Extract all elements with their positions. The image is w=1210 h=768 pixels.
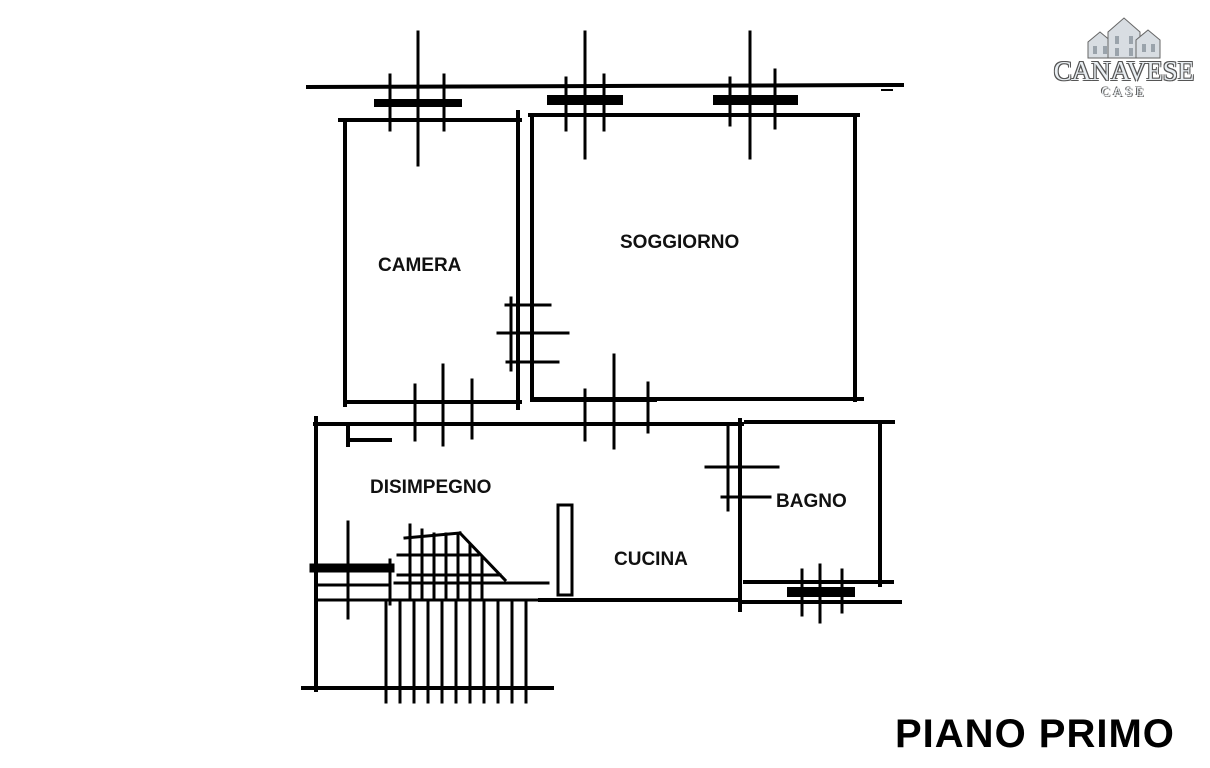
logo-name: CANAVESE (1053, 56, 1195, 86)
room-label-disimpegno: DISIMPEGNO (370, 477, 491, 498)
stair-ramp (396, 523, 508, 600)
soggiorno-walls (528, 113, 864, 402)
window-marks-top (374, 30, 798, 167)
logo-subtitle: CASE (1101, 84, 1147, 99)
canavese-case-logo: CANAVESE CASE (1048, 14, 1200, 100)
lower-walls (301, 398, 902, 692)
cucina-partition (556, 503, 574, 597)
stair-treads (384, 598, 528, 704)
houses-logo-icon (1087, 17, 1161, 59)
room-label-camera: CAMERA (378, 255, 462, 276)
plan-title: PIANO PRIMO (895, 712, 1175, 756)
room-label-bagno: BAGNO (776, 491, 847, 512)
door-marks-middle (496, 296, 570, 372)
room-label-cucina: CUCINA (614, 549, 688, 570)
room-label-soggiorno: SOGGIORNO (620, 232, 739, 253)
bagno-window (787, 563, 855, 624)
door-marks-lower (413, 353, 780, 512)
